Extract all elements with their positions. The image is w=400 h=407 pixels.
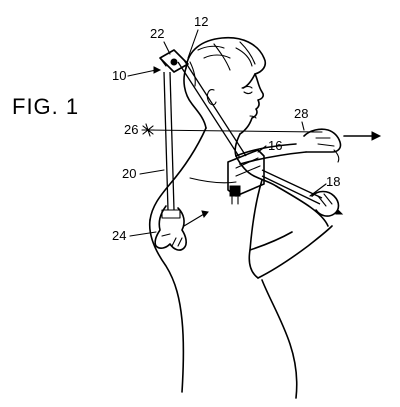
numeral-20: 20 [122,166,136,181]
shoulder-unit [227,149,265,205]
exercise-apparatus [141,49,382,227]
numeral-16: 16 [268,138,282,153]
top-pulley [159,49,189,73]
numeral-24: 24 [112,228,126,243]
reference-labels: 22 12 10 26 28 16 20 18 24 [112,14,340,243]
numeral-28: 28 [294,106,308,121]
numeral-12: 12 [194,14,208,29]
numeral-18: 18 [326,174,340,189]
figure-label: FIG. 1 [12,94,79,119]
numeral-26: 26 [124,122,138,137]
numeral-22: 22 [150,26,164,41]
numeral-10: 10 [112,68,126,83]
